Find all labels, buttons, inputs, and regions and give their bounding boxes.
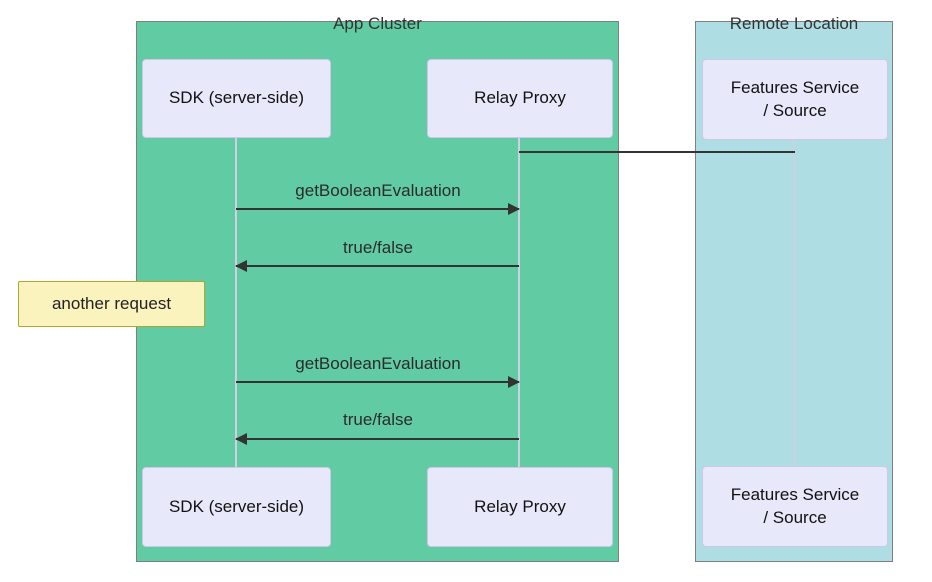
actor-features-service-bottom: Features Service / Source (702, 466, 888, 547)
actor-features-service-top: Features Service / Source (702, 59, 888, 140)
message-label-getbooleanevaluation-1: getBooleanEvaluation (295, 181, 461, 200)
arrowhead-left-icon (235, 433, 247, 445)
arrowhead-right-icon (508, 203, 520, 215)
actor-label: Relay Proxy (474, 496, 566, 516)
actor-label: SDK (server-side) (168, 496, 305, 516)
message-arrow-truefalse-1 (235, 260, 519, 272)
actor-label: Relay Proxy (474, 88, 566, 108)
arrowhead-left-icon (235, 260, 247, 272)
lifeline-relay-proxy (518, 138, 520, 467)
cluster-app-title: App Cluster (333, 14, 422, 33)
note-text: another request (51, 294, 172, 313)
message-label-truefalse-2: true/false (343, 410, 413, 429)
relay-to-features-line (519, 151, 795, 153)
actor-label-line2: / Source (763, 100, 827, 120)
arrowhead-right-icon (508, 376, 520, 388)
message-arrow-truefalse-2 (235, 433, 519, 445)
message-label-getbooleanevaluation-2: getBooleanEvaluation (295, 354, 461, 373)
message-arrow-getbooleanevaluation-2 (236, 376, 520, 388)
actor-relay-proxy-top: Relay Proxy (427, 59, 613, 138)
actor-relay-proxy-bottom: Relay Proxy (427, 467, 613, 547)
message-arrow-getbooleanevaluation-1 (236, 203, 520, 215)
actor-sdk-top: SDK (server-side) (142, 59, 331, 138)
lifeline-sdk (235, 138, 237, 467)
message-label-truefalse-1: true/false (343, 238, 413, 257)
actor-sdk-bottom: SDK (server-side) (142, 467, 331, 547)
actor-label-line1: Features Service (730, 485, 860, 505)
actor-label: SDK (server-side) (168, 88, 305, 108)
lifeline-features-service (793, 140, 795, 467)
note-another-request: another request (18, 281, 205, 327)
actor-label-line1: Features Service (730, 78, 860, 98)
cluster-remote-title: Remote Location (729, 14, 859, 33)
actor-label-line2: / Source (763, 507, 827, 527)
